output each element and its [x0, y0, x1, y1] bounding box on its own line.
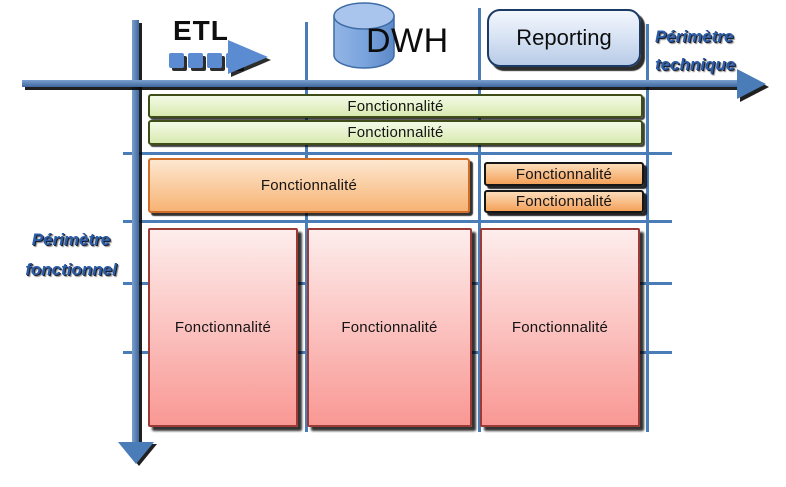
functional-axis-line: [132, 20, 139, 444]
functionality-box-orange-large: Fonctionnalité: [148, 158, 470, 213]
functionality-block-red-3: Fonctionnalité: [480, 228, 640, 427]
functional-axis-label-line1: Périmètre: [31, 230, 111, 249]
functionality-label: Fonctionnalité: [515, 165, 613, 183]
arrow-down-icon: [118, 442, 154, 464]
arrow-right-icon: [737, 69, 766, 99]
functionality-label: Fonctionnalité: [347, 124, 444, 141]
technical-axis-label-line1: Périmètre: [655, 27, 734, 46]
technical-axis-line: [22, 80, 738, 87]
gridline-horizontal-row1: [123, 152, 672, 155]
database-cylinder-icon: [330, 1, 398, 78]
gridline-horizontal-row2: [123, 220, 672, 223]
functionality-block-red-1: Fonctionnalité: [148, 228, 298, 427]
functional-axis-label-line2: fonctionnel: [25, 260, 117, 279]
functionality-bar-green-1: Fonctionnalité: [148, 94, 643, 118]
functionality-label: Fonctionnalité: [260, 177, 358, 194]
etl-flow-square-icon: [169, 53, 184, 68]
functional-axis-label: Périmètre fonctionnel: [14, 225, 128, 285]
technical-axis-label: Périmètre technique: [655, 23, 755, 79]
functionality-label: Fonctionnalité: [511, 319, 609, 336]
gridline-vertical-etl-dwh: [305, 22, 308, 432]
functionality-label: Fonctionnalité: [341, 319, 438, 336]
functionality-bar-green-2: Fonctionnalité: [148, 120, 643, 145]
functionality-label: Fonctionnalité: [174, 319, 272, 336]
etl-flow-square-icon: [207, 53, 222, 68]
functionality-label: Fonctionnalité: [515, 193, 613, 210]
etl-flow-square-icon: [188, 53, 203, 68]
functionality-block-red-2: Fonctionnalité: [307, 228, 472, 427]
functionality-label: Fonctionnalité: [347, 97, 444, 115]
gridline-vertical-right: [646, 24, 649, 432]
reporting-box: Reporting: [487, 9, 641, 67]
etl-flow-arrow-icon: [228, 40, 268, 74]
technical-axis-label-line2: technique: [655, 55, 736, 74]
dwh-label: DWH: [366, 22, 449, 60]
functionality-box-orange-small-2: Fonctionnalité: [484, 190, 644, 213]
functionality-box-orange-small-1: Fonctionnalité: [484, 162, 644, 186]
etl-label: ETL: [173, 15, 229, 46]
reporting-label: Reporting: [516, 25, 612, 50]
